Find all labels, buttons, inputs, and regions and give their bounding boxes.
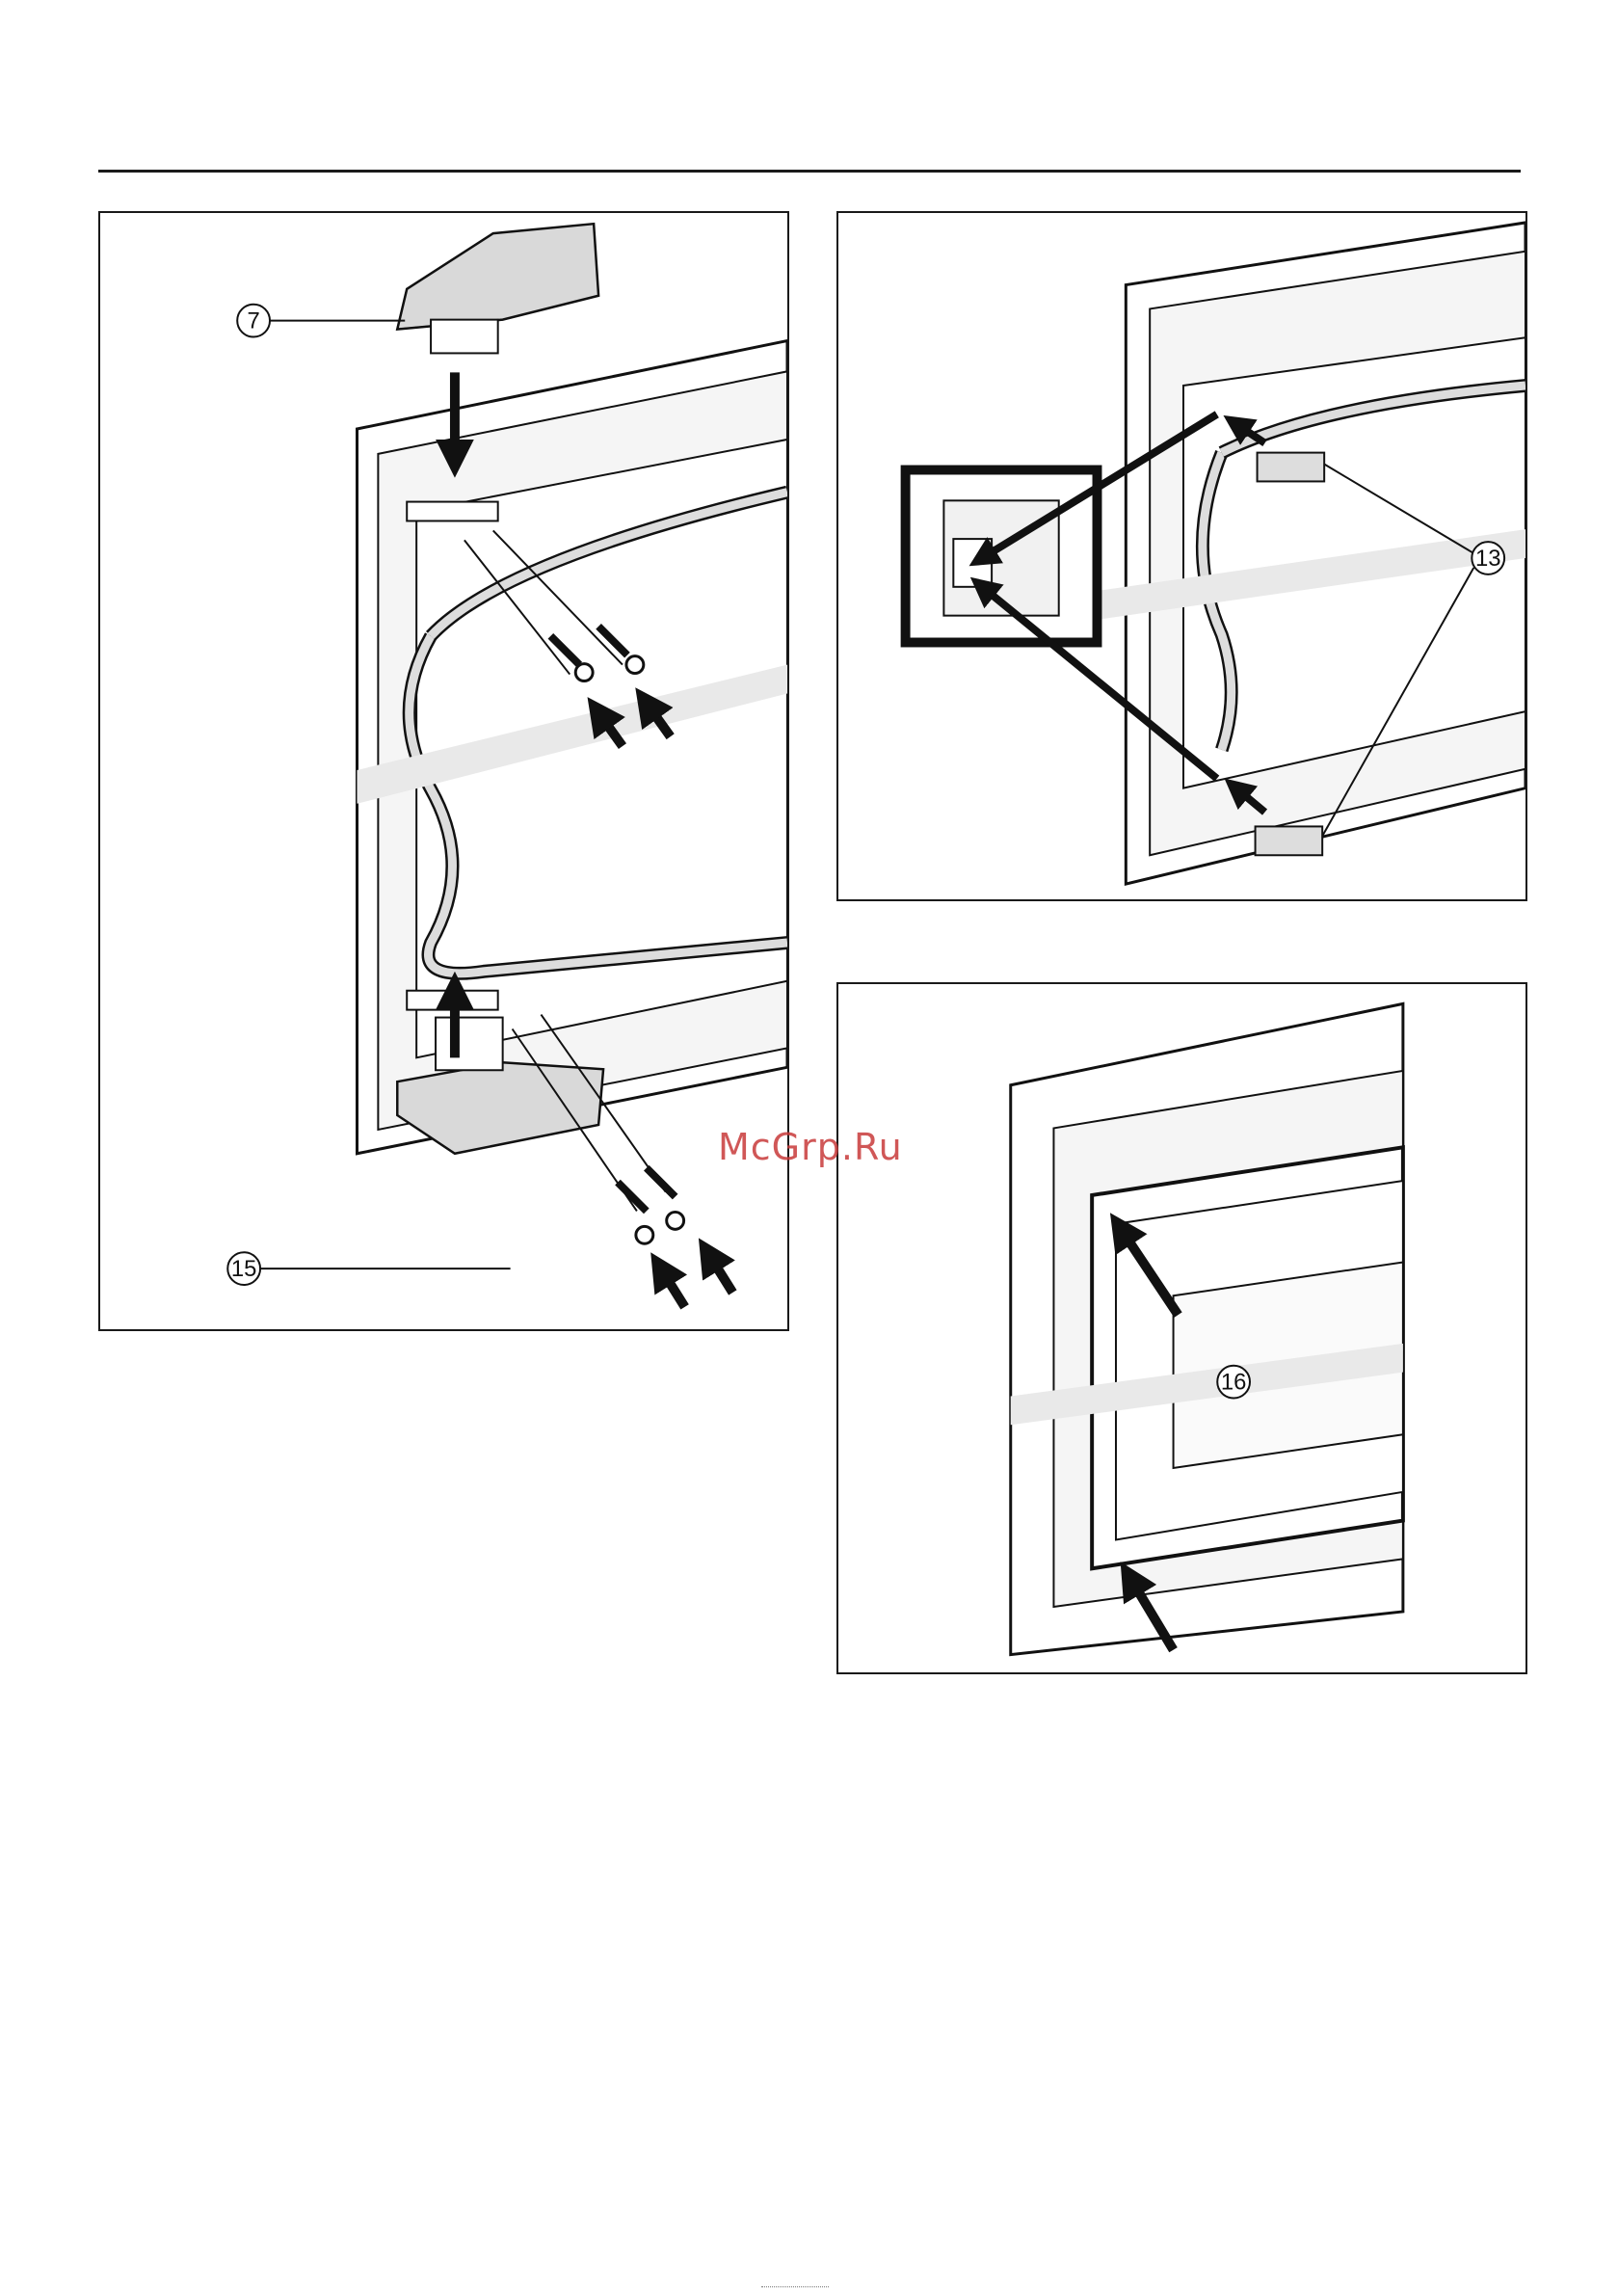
figure-seal-insert: 16 — [836, 982, 1527, 1674]
header-rule — [98, 170, 1521, 173]
seal-clip-illustration: 13 — [838, 213, 1525, 899]
callout-16-label: 16 — [1221, 1370, 1247, 1396]
callout-13-label: 13 — [1475, 546, 1501, 572]
figure-seal-clips: 13 — [836, 211, 1527, 901]
end-cap-illustration: 7 15 — [100, 213, 787, 1329]
callout-7-label: 7 — [247, 308, 259, 334]
footer-mark — [761, 2286, 829, 2289]
callout-15-label: 15 — [231, 1256, 257, 1282]
watermark-text: McGrp.Ru — [718, 1126, 903, 1168]
seal-insert-illustration: 16 — [838, 984, 1525, 1672]
figure-mount-end-caps: 7 15 — [98, 211, 789, 1331]
